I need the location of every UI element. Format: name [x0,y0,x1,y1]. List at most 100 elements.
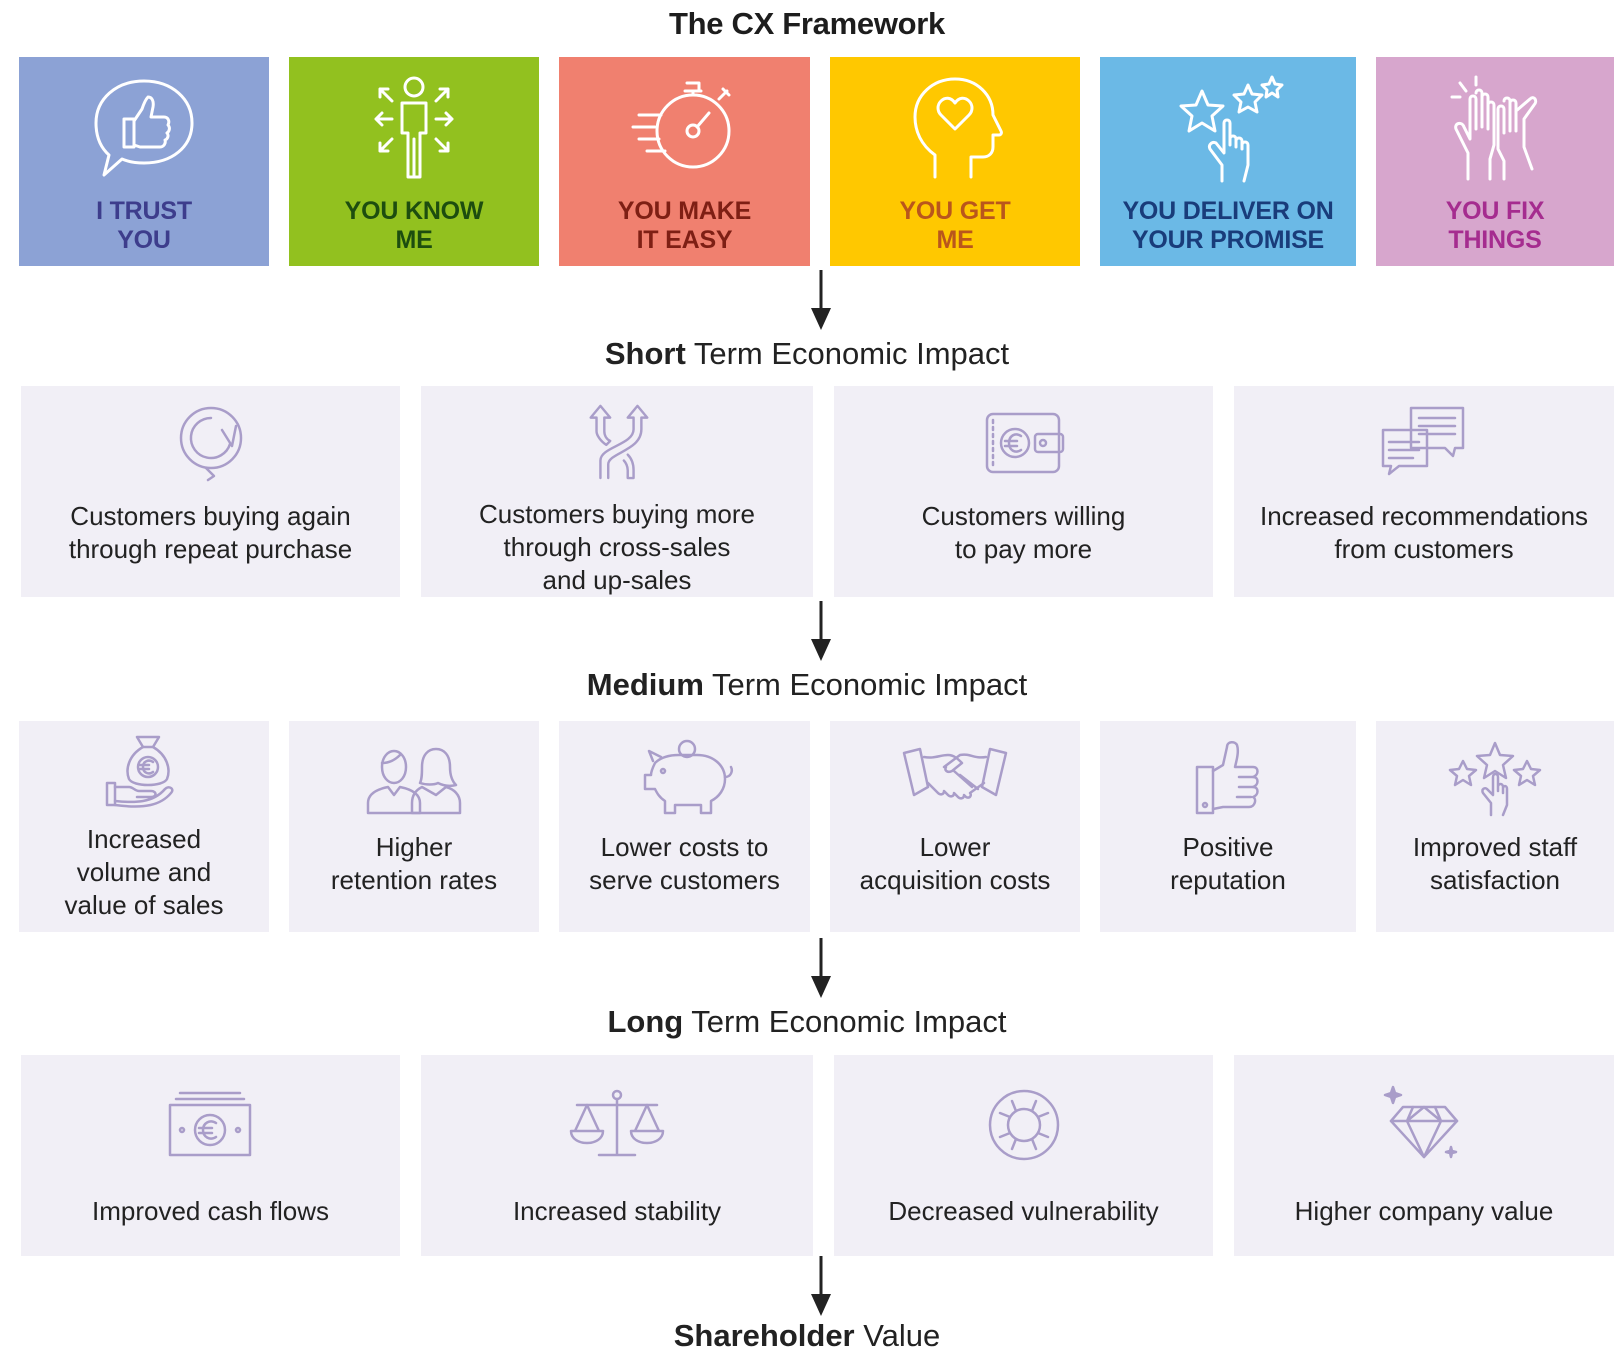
pillar-label: YOU FIX THINGS [1446,197,1545,255]
pillar-label-line2: THINGS [1448,226,1542,254]
long-term-heading: Long Term Economic Impact [0,1004,1614,1040]
heading-rest: Term Economic Impact [691,1004,1007,1039]
pillar-label: YOU KNOW ME [345,197,484,255]
card-text-line: Customers buying again [70,501,351,531]
short-term-heading: Short Term Economic Impact [0,336,1614,372]
pillar-label-line1: YOU GET [899,197,1011,225]
long-item-cash-flows: Improved cash flows [21,1055,400,1256]
pillar-label: YOU MAKE IT EASY [618,197,751,255]
card-text-line: Improved cash flows [92,1196,329,1226]
long-item-stability: Increased stability [421,1055,813,1256]
medium-term-heading: Medium Term Economic Impact [0,667,1614,703]
euro-banknote-icon [168,1091,251,1157]
card-text-line: Higher company value [1294,1196,1554,1226]
stopwatch-icon [631,81,730,169]
heading-rest: Term Economic Impact [711,667,1028,702]
down-arrow-icon [811,601,831,661]
card-text-line: value of sales [64,890,224,920]
short-item-recommendations: Increased recommendations from customers [1234,386,1614,597]
card-text-line: Improved staff [1412,832,1578,862]
pillar-label-line2: ME [936,226,974,254]
pillar-label-line1: YOU KNOW [344,197,484,225]
pillar-label-line2: ME [395,226,433,254]
card-text-line: Customers willing [921,501,1126,531]
card-text-line: acquisition costs [859,865,1051,895]
card-text-line: Decreased vulnerability [888,1196,1159,1226]
card-text-line: serve customers [589,865,780,895]
pillar-label-line2: IT EASY [636,226,733,254]
diamond-icon [1383,1085,1459,1159]
pillar-i-trust-you: I TRUST YOU [19,57,269,266]
card-text-line: satisfaction [1429,865,1561,895]
heading-bold: Long [607,1004,684,1039]
short-item-pay-more: Customers willing to pay more [834,386,1213,597]
pillar-you-get-me: YOU GET ME [830,57,1080,266]
long-item-company-value: Higher company value [1234,1055,1614,1256]
down-arrow-icon [811,938,831,998]
card-text-line: Lower [919,832,991,862]
card-text-line: and up-sales [542,565,692,595]
medium-item-acquisition: Lower acquisition costs [830,721,1080,932]
heading-bold: Shareholder [673,1318,855,1353]
card-text-line: to pay more [954,534,1093,564]
stars-hand-icon [1179,75,1284,183]
card-text-line: reputation [1170,865,1286,895]
card-text-line: volume and [76,857,212,887]
short-item-repeat-purchase: Customers buying again through repeat pu… [21,386,400,597]
shareholder-value-heading: Shareholder Value [0,1318,1614,1354]
framework-title: The CX Framework [668,6,945,41]
heading-rest: Term Economic Impact [693,336,1010,371]
card-text-line: through repeat purchase [68,534,353,564]
card-text-line: Increased [86,824,202,854]
card-text-line: Lower costs to [600,832,769,862]
card-text-line: Increased recommendations [1259,501,1589,531]
pillar-label-line1: YOU DELIVER ON [1122,197,1334,225]
stars-pointer-icon [1448,741,1542,817]
euro-wallet-icon [985,412,1064,474]
long-item-vulnerability: Decreased vulnerability [834,1055,1213,1256]
pillar-you-know-me: YOU KNOW ME [289,57,539,266]
repeat-cycle-icon [179,406,242,482]
down-arrow-icon [811,270,831,330]
money-bag-hand-icon [105,735,174,808]
pillar-you-deliver-on-your-promise: YOU DELIVER ON YOUR PROMISE [1100,57,1356,266]
card-text-line: Increased stability [512,1196,722,1226]
pillar-label-line2: YOU [117,226,171,254]
high-five-icon [1450,75,1538,181]
card-text-line: through cross-sales [503,532,731,562]
medium-item-reputation: Positive reputation [1100,721,1356,932]
pillar-label: I TRUST YOU [96,197,192,255]
heading-bold: Short [604,336,686,371]
pillar-you-fix-things: YOU FIX THINGS [1376,57,1614,266]
handshake-icon [902,747,1008,800]
card-text-line: Higher [375,832,453,862]
medium-item-staff: Improved staff satisfaction [1376,721,1614,932]
balance-scale-icon [569,1089,665,1157]
pillar-label-line1: YOU MAKE [617,197,752,225]
pillar-label-line1: I TRUST [96,197,192,225]
heading-bold: Medium [586,667,704,702]
crossing-arrows-icon [589,404,649,480]
card-text-line: Positive [1182,832,1274,862]
card-text-line: from customers [1334,534,1514,564]
medium-item-retention: Higher retention rates [289,721,539,932]
lifebuoy-icon [988,1089,1059,1161]
two-people-icon [366,747,462,815]
trust-speech-bubble-icon [94,79,194,177]
pillar-label-line2: YOUR PROMISE [1131,226,1325,254]
short-item-cross-sales: Customers buying more through cross-sale… [421,386,813,597]
person-arrows-icon [374,76,454,179]
pillar-label: YOU GET ME [899,197,1010,255]
heading-rest: Value [863,1318,941,1353]
head-heart-icon [913,77,1003,179]
thumbs-up-icon [1195,741,1259,815]
down-arrow-icon [811,1256,831,1316]
medium-item-sales: Increased volume and value of sales [19,721,269,932]
pillar-label: YOU DELIVER ON YOUR PROMISE [1122,197,1333,255]
pillar-you-make-it-easy: YOU MAKE IT EASY [559,57,810,266]
medium-item-lower-costs: Lower costs to serve customers [559,721,810,932]
piggy-bank-icon [643,739,733,815]
card-text-line: retention rates [330,865,498,895]
card-text-line: Customers buying more [479,499,755,529]
pillar-label-line1: YOU FIX [1445,197,1545,225]
